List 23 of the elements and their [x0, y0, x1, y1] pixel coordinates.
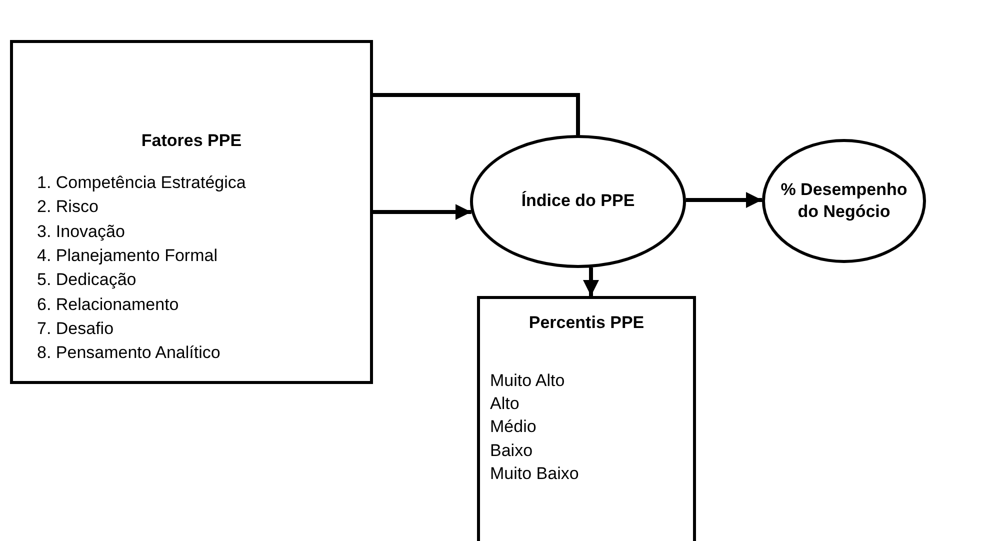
- node-label: % Desempenho do Negócio: [780, 178, 908, 223]
- node-label: Índice do PPE: [520, 190, 636, 212]
- box-heading: Fatores PPE: [140, 131, 243, 151]
- list-item: Muito Alto: [490, 371, 565, 391]
- list-item: Alto: [490, 394, 520, 414]
- arrow: [583, 268, 599, 296]
- list-item: 1. Competência Estratégica: [37, 173, 246, 193]
- list-item: Baixo: [490, 440, 533, 461]
- list-item: 2. Risco: [37, 197, 98, 218]
- arrow: [686, 192, 762, 208]
- list-item: 4. Planejamento Formal: [37, 246, 218, 266]
- list-item: 5. Dedicação: [37, 270, 136, 290]
- list-item: Médio: [490, 417, 536, 438]
- percentile-box: [477, 296, 696, 541]
- arrow: [373, 204, 472, 220]
- list-item: 7. Desafio: [37, 318, 114, 339]
- factor-list-box: [10, 40, 373, 384]
- list-item: 6. Relacionamento: [37, 294, 179, 314]
- list-item: 8. Pensamento Analítico: [37, 343, 220, 364]
- connector-line: [373, 93, 580, 135]
- list-item: Muito Baixo: [490, 464, 579, 484]
- list-item: 3. Inovação: [37, 222, 125, 242]
- box-heading: Percentis PPE: [528, 313, 646, 333]
